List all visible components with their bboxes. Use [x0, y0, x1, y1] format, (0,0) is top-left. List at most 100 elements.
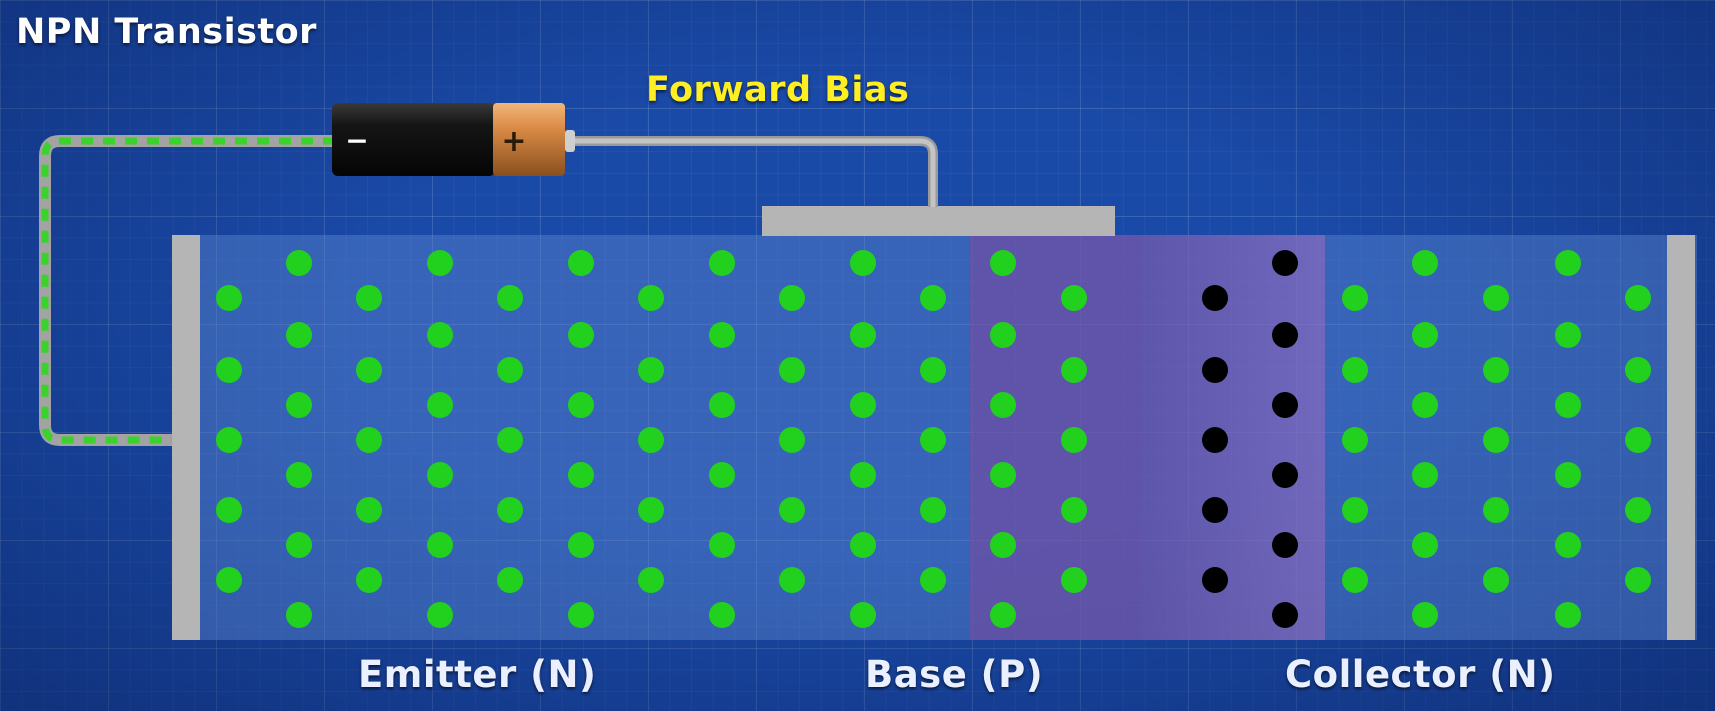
electron-dot: [920, 357, 946, 383]
electron-dot: [1625, 497, 1651, 523]
electron-dot: [568, 250, 594, 276]
electron-dot: [920, 285, 946, 311]
electron-dot: [216, 427, 242, 453]
battery-positive-body: [493, 103, 565, 176]
electron-dot: [1625, 567, 1651, 593]
hole-dot: [1202, 427, 1228, 453]
electron-dot: [1555, 250, 1581, 276]
electron-dot: [990, 602, 1016, 628]
electron-dot: [1412, 250, 1438, 276]
hole-dot: [1202, 285, 1228, 311]
electron-dot: [1061, 497, 1087, 523]
electron-dot: [990, 532, 1016, 558]
electron-dot: [427, 250, 453, 276]
electron-dot: [1555, 532, 1581, 558]
electron-dot: [638, 357, 664, 383]
electron-dot: [286, 392, 312, 418]
battery-negative-body: [332, 103, 495, 176]
hole-dot: [1272, 392, 1298, 418]
electron-dot: [850, 392, 876, 418]
electron-dot: [568, 322, 594, 348]
electron-dot: [427, 322, 453, 348]
electron-dot: [709, 532, 735, 558]
electron-dot: [779, 497, 805, 523]
electron-dot: [1483, 285, 1509, 311]
electron-dot: [1483, 357, 1509, 383]
electron-dot: [427, 462, 453, 488]
hole-dot: [1272, 532, 1298, 558]
electron-dot: [568, 392, 594, 418]
electron-dot: [920, 567, 946, 593]
electron-dot: [638, 497, 664, 523]
electron-dot: [1342, 427, 1368, 453]
electron-dot: [990, 462, 1016, 488]
electron-dot: [1555, 392, 1581, 418]
electron-dot: [216, 567, 242, 593]
battery-terminal: [565, 130, 575, 152]
base-contact: [762, 206, 1115, 236]
electron-dot: [638, 285, 664, 311]
depletion-region: [1140, 235, 1325, 640]
electron-dot: [1483, 497, 1509, 523]
electron-dot: [286, 462, 312, 488]
electron-dot: [850, 602, 876, 628]
electron-dot: [709, 392, 735, 418]
base-region: [970, 235, 1140, 640]
collector-terminal: [1667, 235, 1695, 640]
electron-dot: [427, 532, 453, 558]
electron-dot: [709, 462, 735, 488]
electron-dot: [427, 602, 453, 628]
emitter-label: Emitter (N): [358, 653, 597, 696]
electron-dot: [850, 250, 876, 276]
hole-dot: [1202, 357, 1228, 383]
hole-dot: [1272, 250, 1298, 276]
base-label: Base (P): [865, 653, 1044, 696]
electron-dot: [356, 567, 382, 593]
wire-battery-to-emitter: [39, 135, 335, 446]
electron-dot: [850, 462, 876, 488]
electron-dot: [1412, 322, 1438, 348]
electron-dot: [497, 357, 523, 383]
electron-dot: [356, 285, 382, 311]
battery-negative-symbol: −: [345, 124, 368, 157]
electron-dot: [1061, 357, 1087, 383]
electron-dot: [850, 322, 876, 348]
charge-carriers: [216, 250, 1651, 628]
electron-dot: [709, 250, 735, 276]
electron-dot: [1061, 567, 1087, 593]
electron-dot: [709, 602, 735, 628]
electron-dot: [638, 567, 664, 593]
electron-dot: [1342, 567, 1368, 593]
diagram-title: NPN Transistor: [16, 12, 317, 52]
electron-dot: [1625, 357, 1651, 383]
battery-positive-symbol: +: [501, 124, 526, 159]
forward-bias-label: Forward Bias: [646, 70, 910, 110]
electron-dot: [568, 462, 594, 488]
electron-dot: [1555, 602, 1581, 628]
hole-dot: [1202, 567, 1228, 593]
electron-dot: [497, 567, 523, 593]
electron-dot: [920, 497, 946, 523]
electron-dot: [497, 497, 523, 523]
electron-dot: [1342, 497, 1368, 523]
electron-dot: [920, 427, 946, 453]
electron-dot: [568, 602, 594, 628]
electron-dot: [497, 427, 523, 453]
electron-dot: [1342, 285, 1368, 311]
battery: − +: [332, 103, 575, 176]
electron-dot: [1625, 285, 1651, 311]
electron-dot: [1412, 532, 1438, 558]
electron-dot: [779, 285, 805, 311]
electron-dot: [286, 532, 312, 558]
electron-dot: [356, 497, 382, 523]
electron-dot: [779, 567, 805, 593]
electron-dot: [990, 322, 1016, 348]
electron-dot: [216, 497, 242, 523]
hole-dot: [1272, 602, 1298, 628]
electron-dot: [427, 392, 453, 418]
hole-dot: [1272, 462, 1298, 488]
electron-dot: [850, 532, 876, 558]
electron-dot: [990, 392, 1016, 418]
electron-dot: [1625, 427, 1651, 453]
